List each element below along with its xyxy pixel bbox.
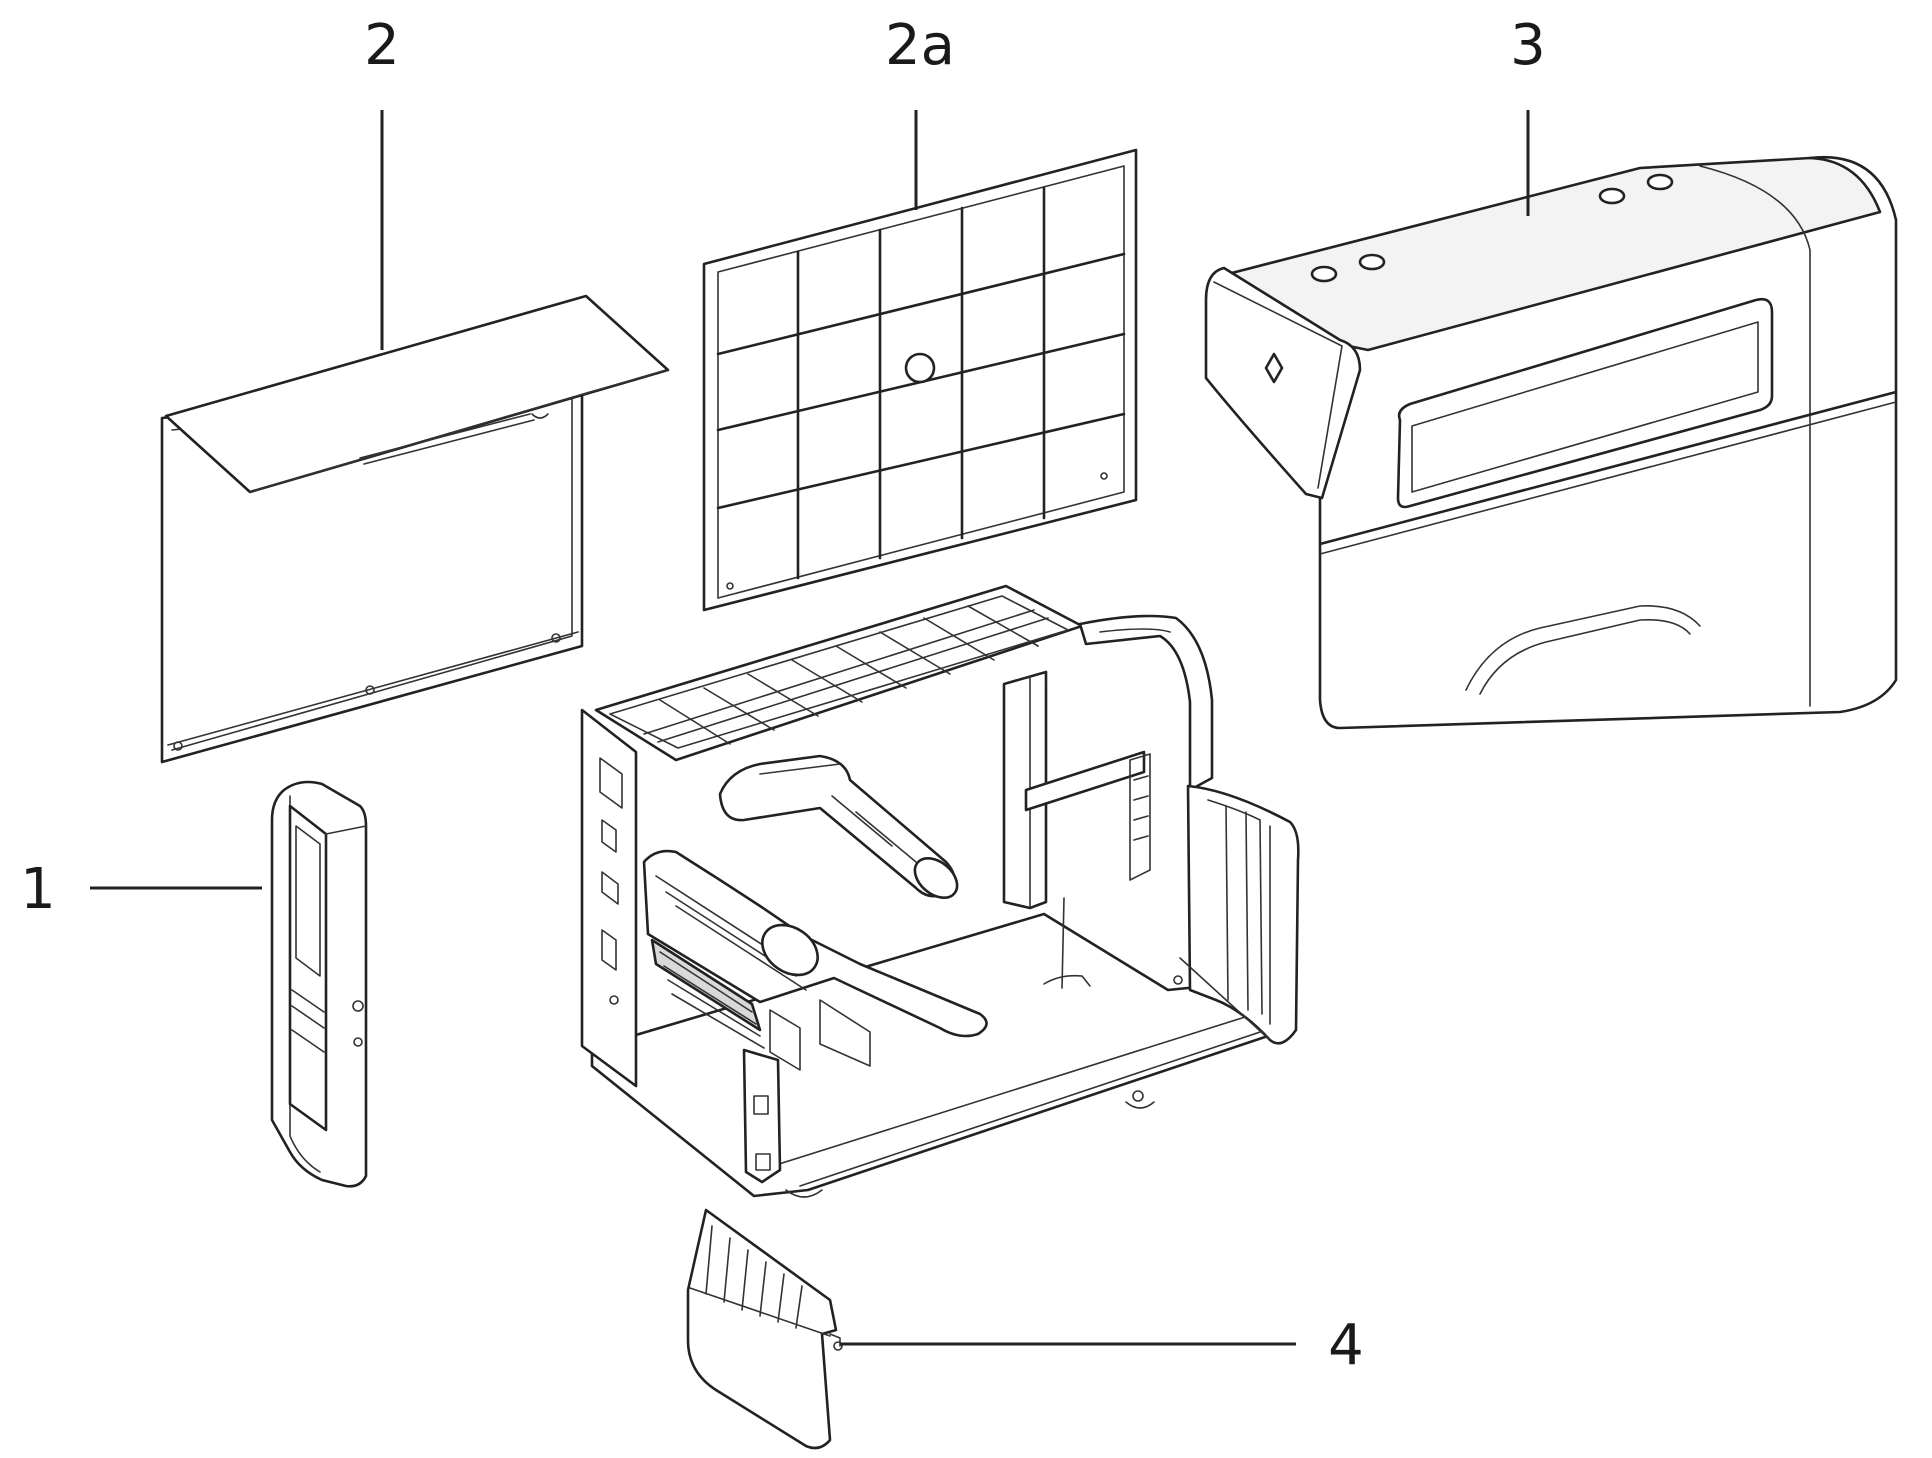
- part-4-front-flap: [686, 1208, 843, 1450]
- callout-3: 3: [1510, 13, 1546, 78]
- part-3-hood-cover: [1204, 155, 1898, 730]
- callout-4: 4: [1328, 1313, 1364, 1378]
- callout-2: 2: [364, 13, 400, 78]
- printer-chassis: [580, 584, 1300, 1198]
- callout-1: 1: [20, 857, 56, 922]
- part-2-side-panel: [160, 294, 670, 764]
- callout-2a: 2a: [885, 13, 955, 78]
- part-1-control-panel: [270, 780, 368, 1188]
- part-2a-grid-panel: [702, 148, 1138, 612]
